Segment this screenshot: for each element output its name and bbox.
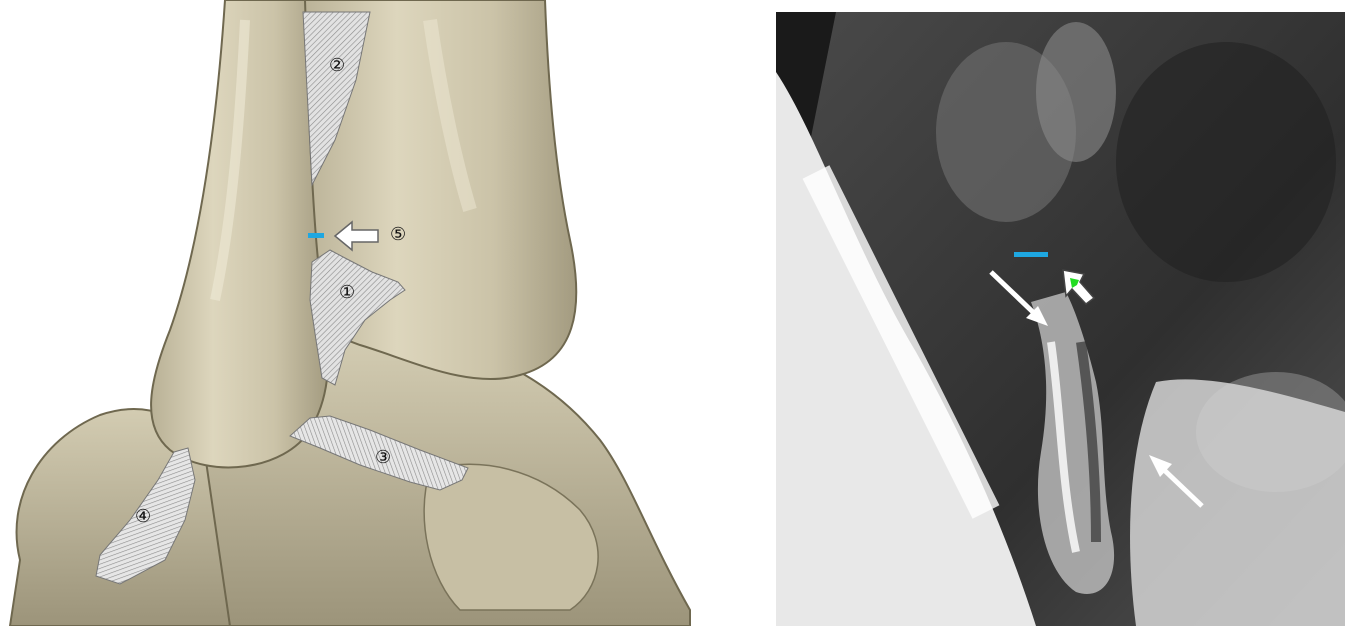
blue-marker <box>1014 252 1048 257</box>
label-4: ④ <box>135 506 151 527</box>
label-5: ⑤ <box>390 224 406 245</box>
ankle-illustration-panel: ② ① ⑤ ③ ④ <box>0 0 700 626</box>
radiograph-image <box>776 12 1345 626</box>
blue-marker <box>308 233 324 238</box>
label-1: ① <box>339 282 355 303</box>
ankle-illustration: ② ① ⑤ ③ ④ <box>0 0 700 626</box>
texture-blob <box>1036 22 1116 162</box>
radiograph-panel <box>776 12 1345 626</box>
texture-blob <box>1116 42 1336 282</box>
label-2: ② <box>329 55 345 76</box>
label-3: ③ <box>375 447 391 468</box>
bright-region-right <box>1130 379 1345 626</box>
